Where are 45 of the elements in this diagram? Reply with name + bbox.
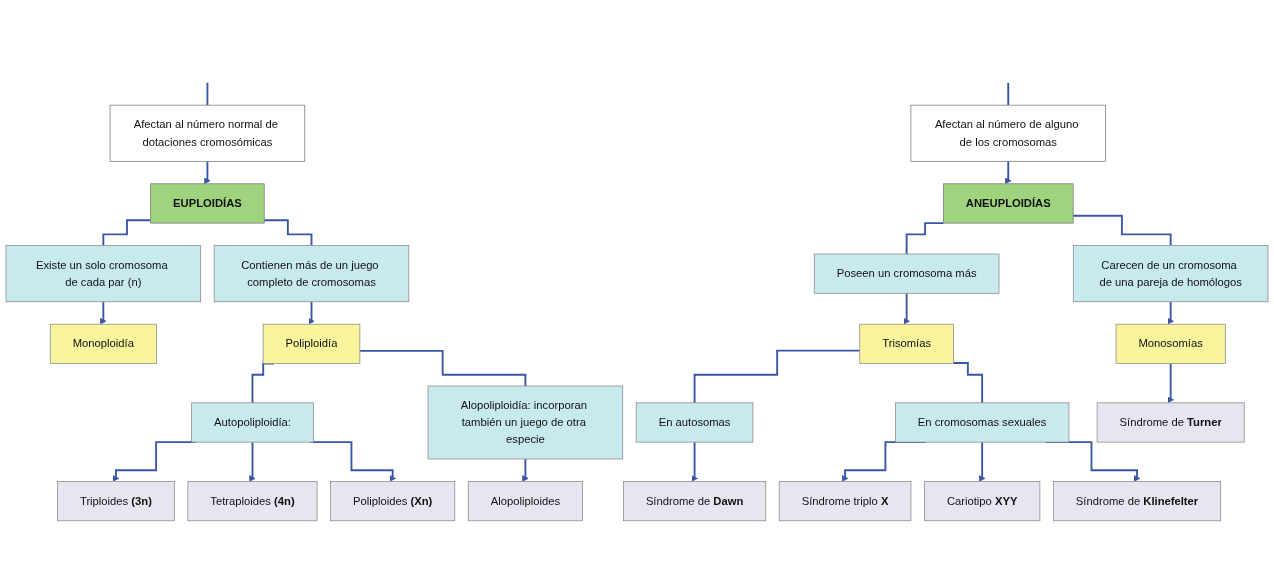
node-box: Carecen de un cromosoma de una pareja de homólogos bbox=[1072, 245, 1269, 303]
arrow bbox=[100, 300, 107, 325]
arrow bbox=[1167, 362, 1174, 404]
node-box: Síndrome de Turner bbox=[1096, 402, 1245, 443]
arrow bbox=[1167, 300, 1174, 325]
arrow bbox=[1004, 160, 1012, 185]
connector bbox=[263, 219, 313, 247]
node-box: Contienen más de un juego completo de cromosomas bbox=[213, 245, 410, 303]
connector bbox=[358, 349, 527, 387]
node-box: Síndrome de Klinefelter bbox=[1053, 481, 1222, 522]
node-box: Poliploides (Xn) bbox=[330, 481, 456, 522]
node-box: ANEUPLOIDÍAS bbox=[942, 183, 1074, 224]
connector bbox=[102, 219, 152, 247]
node-box: Síndrome triplo X bbox=[778, 481, 912, 522]
node-box: Tetraploides (4n) bbox=[187, 481, 318, 522]
arrow bbox=[978, 441, 986, 482]
node-box: Alopoliploides bbox=[467, 481, 583, 522]
connector bbox=[1007, 81, 1010, 107]
arrow bbox=[522, 458, 529, 482]
node-box: En cromosomas sexuales bbox=[895, 402, 1070, 443]
node-box: Poseen un cromosoma más bbox=[813, 253, 1000, 294]
node-box: Triploides (3n) bbox=[57, 481, 175, 522]
connector bbox=[952, 362, 984, 404]
connector bbox=[1072, 214, 1172, 247]
connector bbox=[693, 349, 861, 404]
node-box: EUPLOIDÍAS bbox=[150, 183, 265, 224]
node-box: Afectan al número normal de dotaciones cromosómicas bbox=[109, 104, 306, 162]
node-box: Trisomías bbox=[859, 323, 954, 364]
node-box: Poliploidía bbox=[262, 323, 361, 364]
node-box: Cariotipo XYY bbox=[924, 481, 1041, 522]
connector bbox=[905, 222, 945, 255]
connector bbox=[206, 81, 209, 107]
node-box: Existe un solo cromosoma de cada par (n) bbox=[5, 245, 202, 303]
arrow bbox=[691, 441, 698, 482]
arrow bbox=[903, 292, 910, 325]
node-box: Monosomías bbox=[1115, 323, 1226, 364]
arrow bbox=[308, 300, 315, 325]
node-box: Síndrome de Dawn bbox=[623, 481, 767, 522]
arrow bbox=[249, 441, 256, 482]
node-box: Autopoliploidía: bbox=[191, 402, 314, 443]
arrow bbox=[204, 160, 211, 185]
node-box: Monoploidía bbox=[49, 323, 157, 364]
node-box: Alopoliploidía: incorporan también un juego de otra especie bbox=[427, 385, 624, 460]
node-box: En autosomas bbox=[635, 402, 754, 443]
node-box: Afectan al número de alguno de los cromosomas bbox=[910, 104, 1106, 162]
